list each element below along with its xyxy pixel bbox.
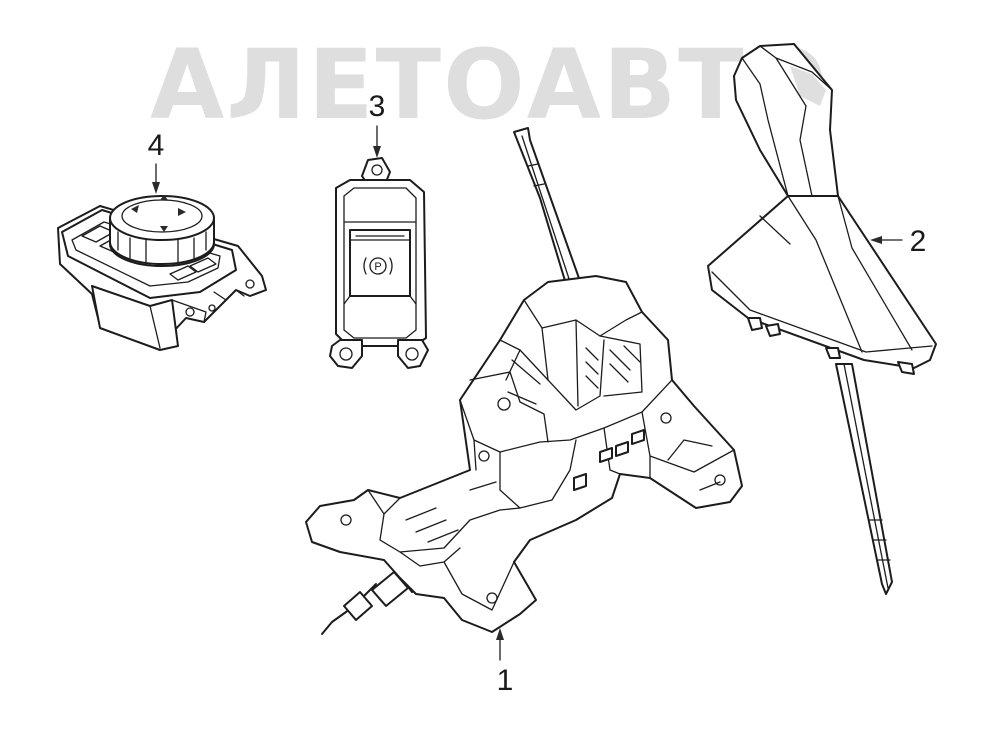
part-4-idrive-controller bbox=[57, 195, 267, 351]
callout-label-4: 4 bbox=[148, 129, 165, 162]
callout-label-2: 2 bbox=[910, 225, 927, 258]
callout-1: 1 bbox=[496, 628, 513, 697]
callout-4: 4 bbox=[148, 129, 165, 194]
callout-2: 2 bbox=[870, 225, 926, 258]
part-2-shift-knob bbox=[707, 43, 937, 595]
callout-label-3: 3 bbox=[369, 90, 386, 123]
part-3-parking-brake-switch: P bbox=[329, 157, 429, 369]
part-1-shifter-assembly bbox=[305, 127, 743, 635]
parking-symbol: P bbox=[374, 261, 381, 273]
callout-label-1: 1 bbox=[497, 664, 514, 697]
callout-3: 3 bbox=[369, 90, 386, 158]
watermark: АЛЕТОАВТО bbox=[150, 29, 829, 141]
watermark-text: АЛЕТОАВТО bbox=[150, 29, 829, 141]
